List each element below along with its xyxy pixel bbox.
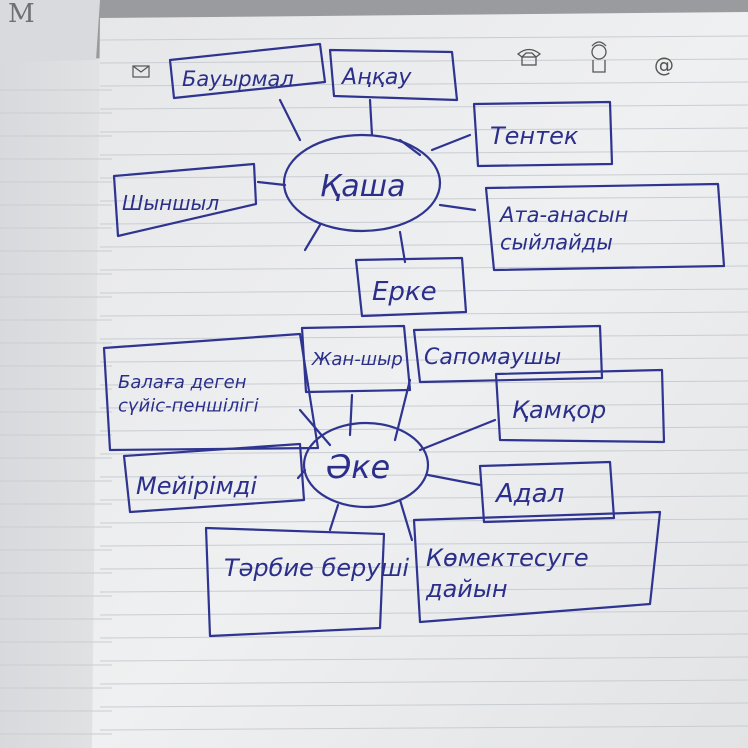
at-icon: @ [654, 53, 674, 77]
svg-text:Ерке: Ерке [372, 277, 437, 307]
svg-text:Мейірімді: Мейірімді [136, 472, 257, 500]
top-mind-map: Қаша Бауырмал Аңқау Тентек Ата-анасын сы… [112, 42, 726, 318]
mind-map-node: Тәрбие беруші [204, 526, 409, 638]
mind-map-node: Көмектесуге дайын [412, 510, 662, 624]
mind-map-node: Тентек [472, 100, 614, 168]
mind-map-node: Ерке [354, 256, 468, 318]
mind-map-node: Аңқау [328, 48, 459, 102]
left-page-top [0, 0, 100, 62]
envelope-icon [132, 65, 150, 78]
bottom-mind-map: Әке Балаға деген сүйіс-пеншілігі Жан-шыр… [102, 324, 666, 638]
svg-text:Балаға деген сүйіс-пенші: Балаға деген сүйіс-пеншілігі [118, 372, 259, 416]
svg-text:Көмектесуге дайын: Көмектесуге дайын [425, 544, 596, 603]
svg-text:Тентек: Тентек [490, 122, 579, 150]
mind-map-node: Қамқор [494, 368, 666, 444]
svg-text:Жан-шыр: Жан-шыр [311, 349, 403, 370]
svg-text:Бауырмал: Бауырмал [182, 67, 294, 91]
mind-map-node: Бауырмал [168, 42, 327, 100]
svg-text:Сапомаушы: Сапомаушы [424, 345, 561, 370]
svg-text:Шыншыл: Шыншыл [122, 191, 219, 215]
mind-map-center [282, 133, 442, 233]
mind-map-node: Мейірімді [122, 442, 306, 514]
svg-text:Тәрбие беруші: Тәрбие беруші [224, 554, 409, 582]
svg-text:Аңқау: Аңқау [340, 65, 412, 90]
mind-map-node: Жан-шыр [300, 324, 412, 394]
left-page [0, 58, 120, 748]
mind-map-node: Адал [478, 460, 616, 524]
mind-map-node: Балаға деген сүйіс-пеншілігі [102, 332, 320, 452]
person-icon [591, 41, 607, 73]
center-label: Қаша [320, 169, 406, 204]
svg-text:Адал: Адал [494, 479, 564, 509]
center-label: Әке [326, 448, 390, 486]
page-letter: M [8, 0, 35, 29]
mind-map-node: Сапомаушы [412, 324, 604, 384]
svg-text:Қамқор: Қамқор [512, 396, 606, 424]
mind-map-node: Ата-анасын сыйлайды [484, 182, 726, 272]
mind-map-node: Шыншыл [112, 162, 258, 238]
phone-icon [516, 48, 542, 66]
mind-map-center [302, 421, 430, 509]
svg-text:Ата-анасын сыйлайды: Ата-анасын сыйлайды [498, 203, 635, 254]
